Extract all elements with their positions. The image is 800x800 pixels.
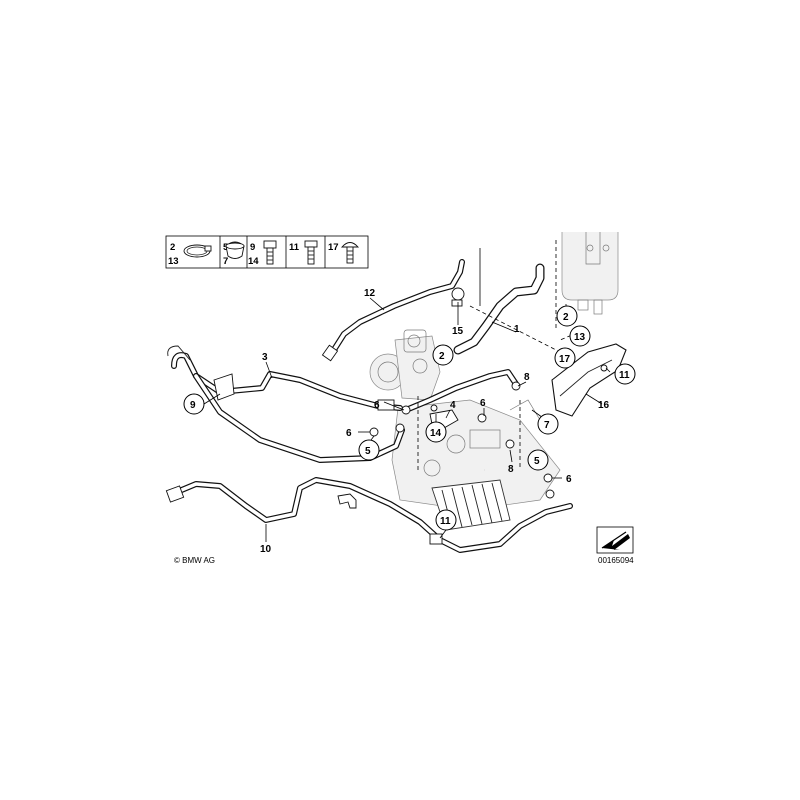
callout-6-d: 6: [566, 474, 572, 485]
seal-ring-6a: [401, 405, 411, 415]
callout-10: 10: [260, 544, 272, 555]
bolt-icon: [304, 240, 318, 265]
hoses: [165, 259, 627, 553]
plain-callouts: 12 1 15 3 4 6 6 6 8 8 6 16 10: [260, 288, 610, 555]
legend-label-7: 7: [223, 256, 228, 267]
callout-5-a: 5: [365, 446, 371, 457]
legend-label-11: 11: [289, 242, 300, 253]
callout-5-b: 5: [534, 456, 540, 467]
bracket-9: [213, 373, 235, 401]
callout-8-a: 8: [524, 372, 530, 383]
hex-bolt-icon: [263, 240, 277, 265]
clamp-15: [451, 287, 465, 307]
leader-lines: [203, 240, 611, 542]
seal-ring-5b: [545, 489, 555, 499]
circled-callouts: 2 2 13 17 11 9 14 5 7 5 11: [183, 305, 636, 531]
hose-1: [453, 263, 545, 355]
bracket-small: [337, 493, 357, 509]
callout-8-b: 8: [508, 464, 514, 475]
seal-ring-8a: [511, 381, 521, 391]
callout-9: 9: [190, 400, 196, 411]
callout-1: 1: [514, 324, 520, 335]
callout-2-b: 2: [563, 312, 569, 323]
callout-6-a: 6: [374, 400, 380, 411]
legend-label-2: 2: [170, 242, 175, 253]
legend-label-9: 9: [250, 242, 255, 253]
hose-12: [321, 259, 465, 362]
legend-label-17: 17: [328, 242, 339, 253]
callout-17: 17: [559, 354, 571, 365]
diagram-number: 00165094: [598, 556, 634, 565]
callout-13: 13: [574, 332, 586, 343]
fluid-reservoir: [561, 232, 619, 315]
seal-ring-6c: [477, 413, 487, 423]
callout-16: 16: [598, 400, 610, 411]
arrow-down-left-icon: [596, 526, 634, 554]
callout-11-a: 11: [619, 370, 630, 381]
seal-ring-icon: [225, 241, 245, 259]
seal-ring-6d: [543, 473, 553, 483]
callout-3: 3: [262, 352, 268, 363]
callout-15: 15: [452, 326, 464, 337]
line-upper-right: [403, 369, 519, 413]
callout-6-b: 6: [346, 428, 352, 439]
callout-14: 14: [430, 428, 442, 439]
callout-7-b: 7: [544, 420, 550, 431]
round-head-screw-icon: [340, 242, 360, 264]
seal-ring-8b: [505, 439, 515, 449]
seal-ring-5a: [395, 423, 405, 433]
callout-6-c: 6: [480, 398, 486, 409]
hose-clamp-icon: [183, 244, 212, 258]
callout-12: 12: [364, 288, 376, 299]
copyright-label: © BMW AG: [174, 556, 215, 565]
seal-ring-6b: [369, 427, 379, 437]
fastener-legend: 2 13 5 7 9 14 11 17: [165, 235, 369, 269]
steering-pump: [369, 329, 441, 401]
bolt-14: [430, 404, 438, 412]
pressure-line-3: [167, 345, 405, 463]
callout-2-a: 2: [439, 351, 445, 362]
legend-label-13: 13: [168, 256, 179, 267]
return-line-10: [165, 477, 573, 553]
callout-4: 4: [450, 400, 456, 411]
legend-label-14: 14: [248, 256, 259, 267]
callout-11-b: 11: [440, 516, 451, 527]
